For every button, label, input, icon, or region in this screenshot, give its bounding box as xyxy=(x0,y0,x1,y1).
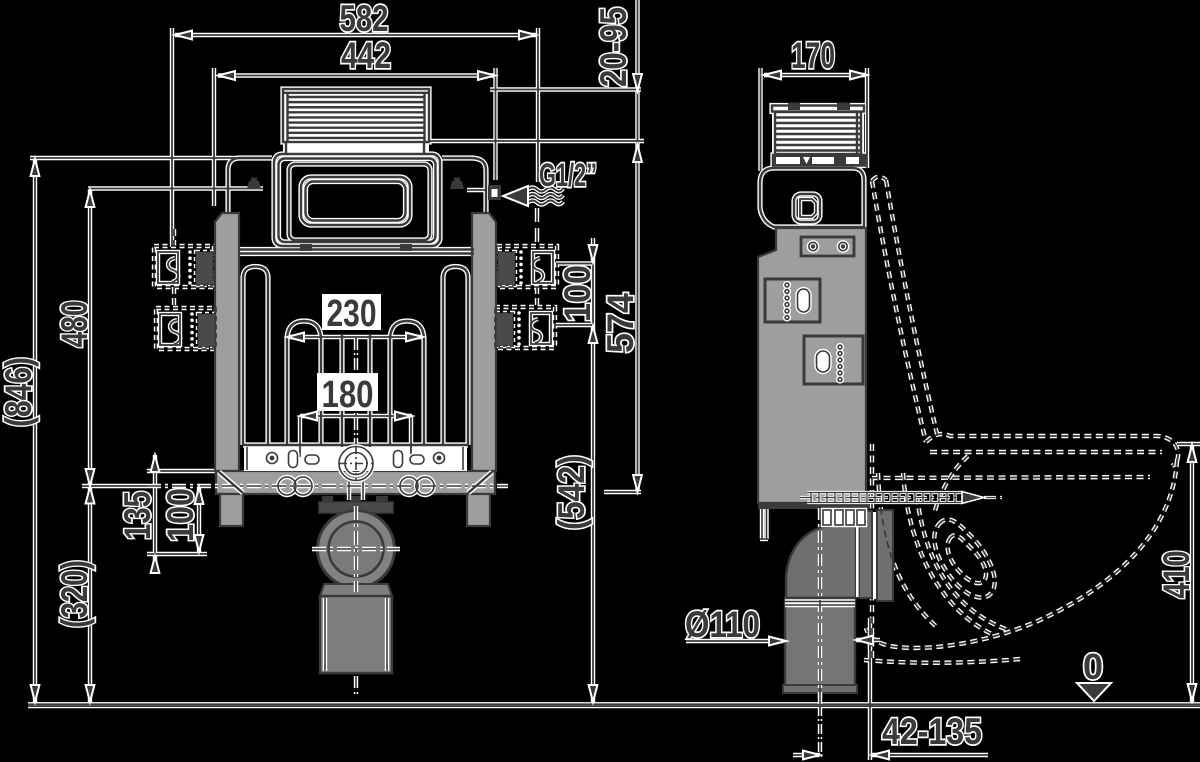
svg-text:20-95: 20-95 xyxy=(593,7,634,87)
svg-text:480: 480 xyxy=(54,301,95,348)
svg-text:42-135: 42-135 xyxy=(882,711,982,752)
svg-text:(542): (542) xyxy=(551,455,592,530)
svg-text:135: 135 xyxy=(117,491,158,540)
svg-text:582: 582 xyxy=(340,0,389,39)
svg-text:Ø110: Ø110 xyxy=(685,604,760,645)
svg-text:442: 442 xyxy=(341,35,391,76)
svg-text:180: 180 xyxy=(322,374,374,416)
svg-text:410: 410 xyxy=(1156,551,1197,599)
svg-text:0: 0 xyxy=(1083,646,1103,687)
svg-text:574: 574 xyxy=(600,293,641,353)
svg-text:(846): (846) xyxy=(0,357,39,427)
svg-text:170: 170 xyxy=(791,35,835,76)
svg-text:(320): (320) xyxy=(54,560,95,628)
svg-text:100: 100 xyxy=(557,265,598,322)
svg-text:G1/2”: G1/2” xyxy=(539,157,597,193)
svg-text:100: 100 xyxy=(160,488,201,542)
svg-text:230: 230 xyxy=(327,293,377,335)
